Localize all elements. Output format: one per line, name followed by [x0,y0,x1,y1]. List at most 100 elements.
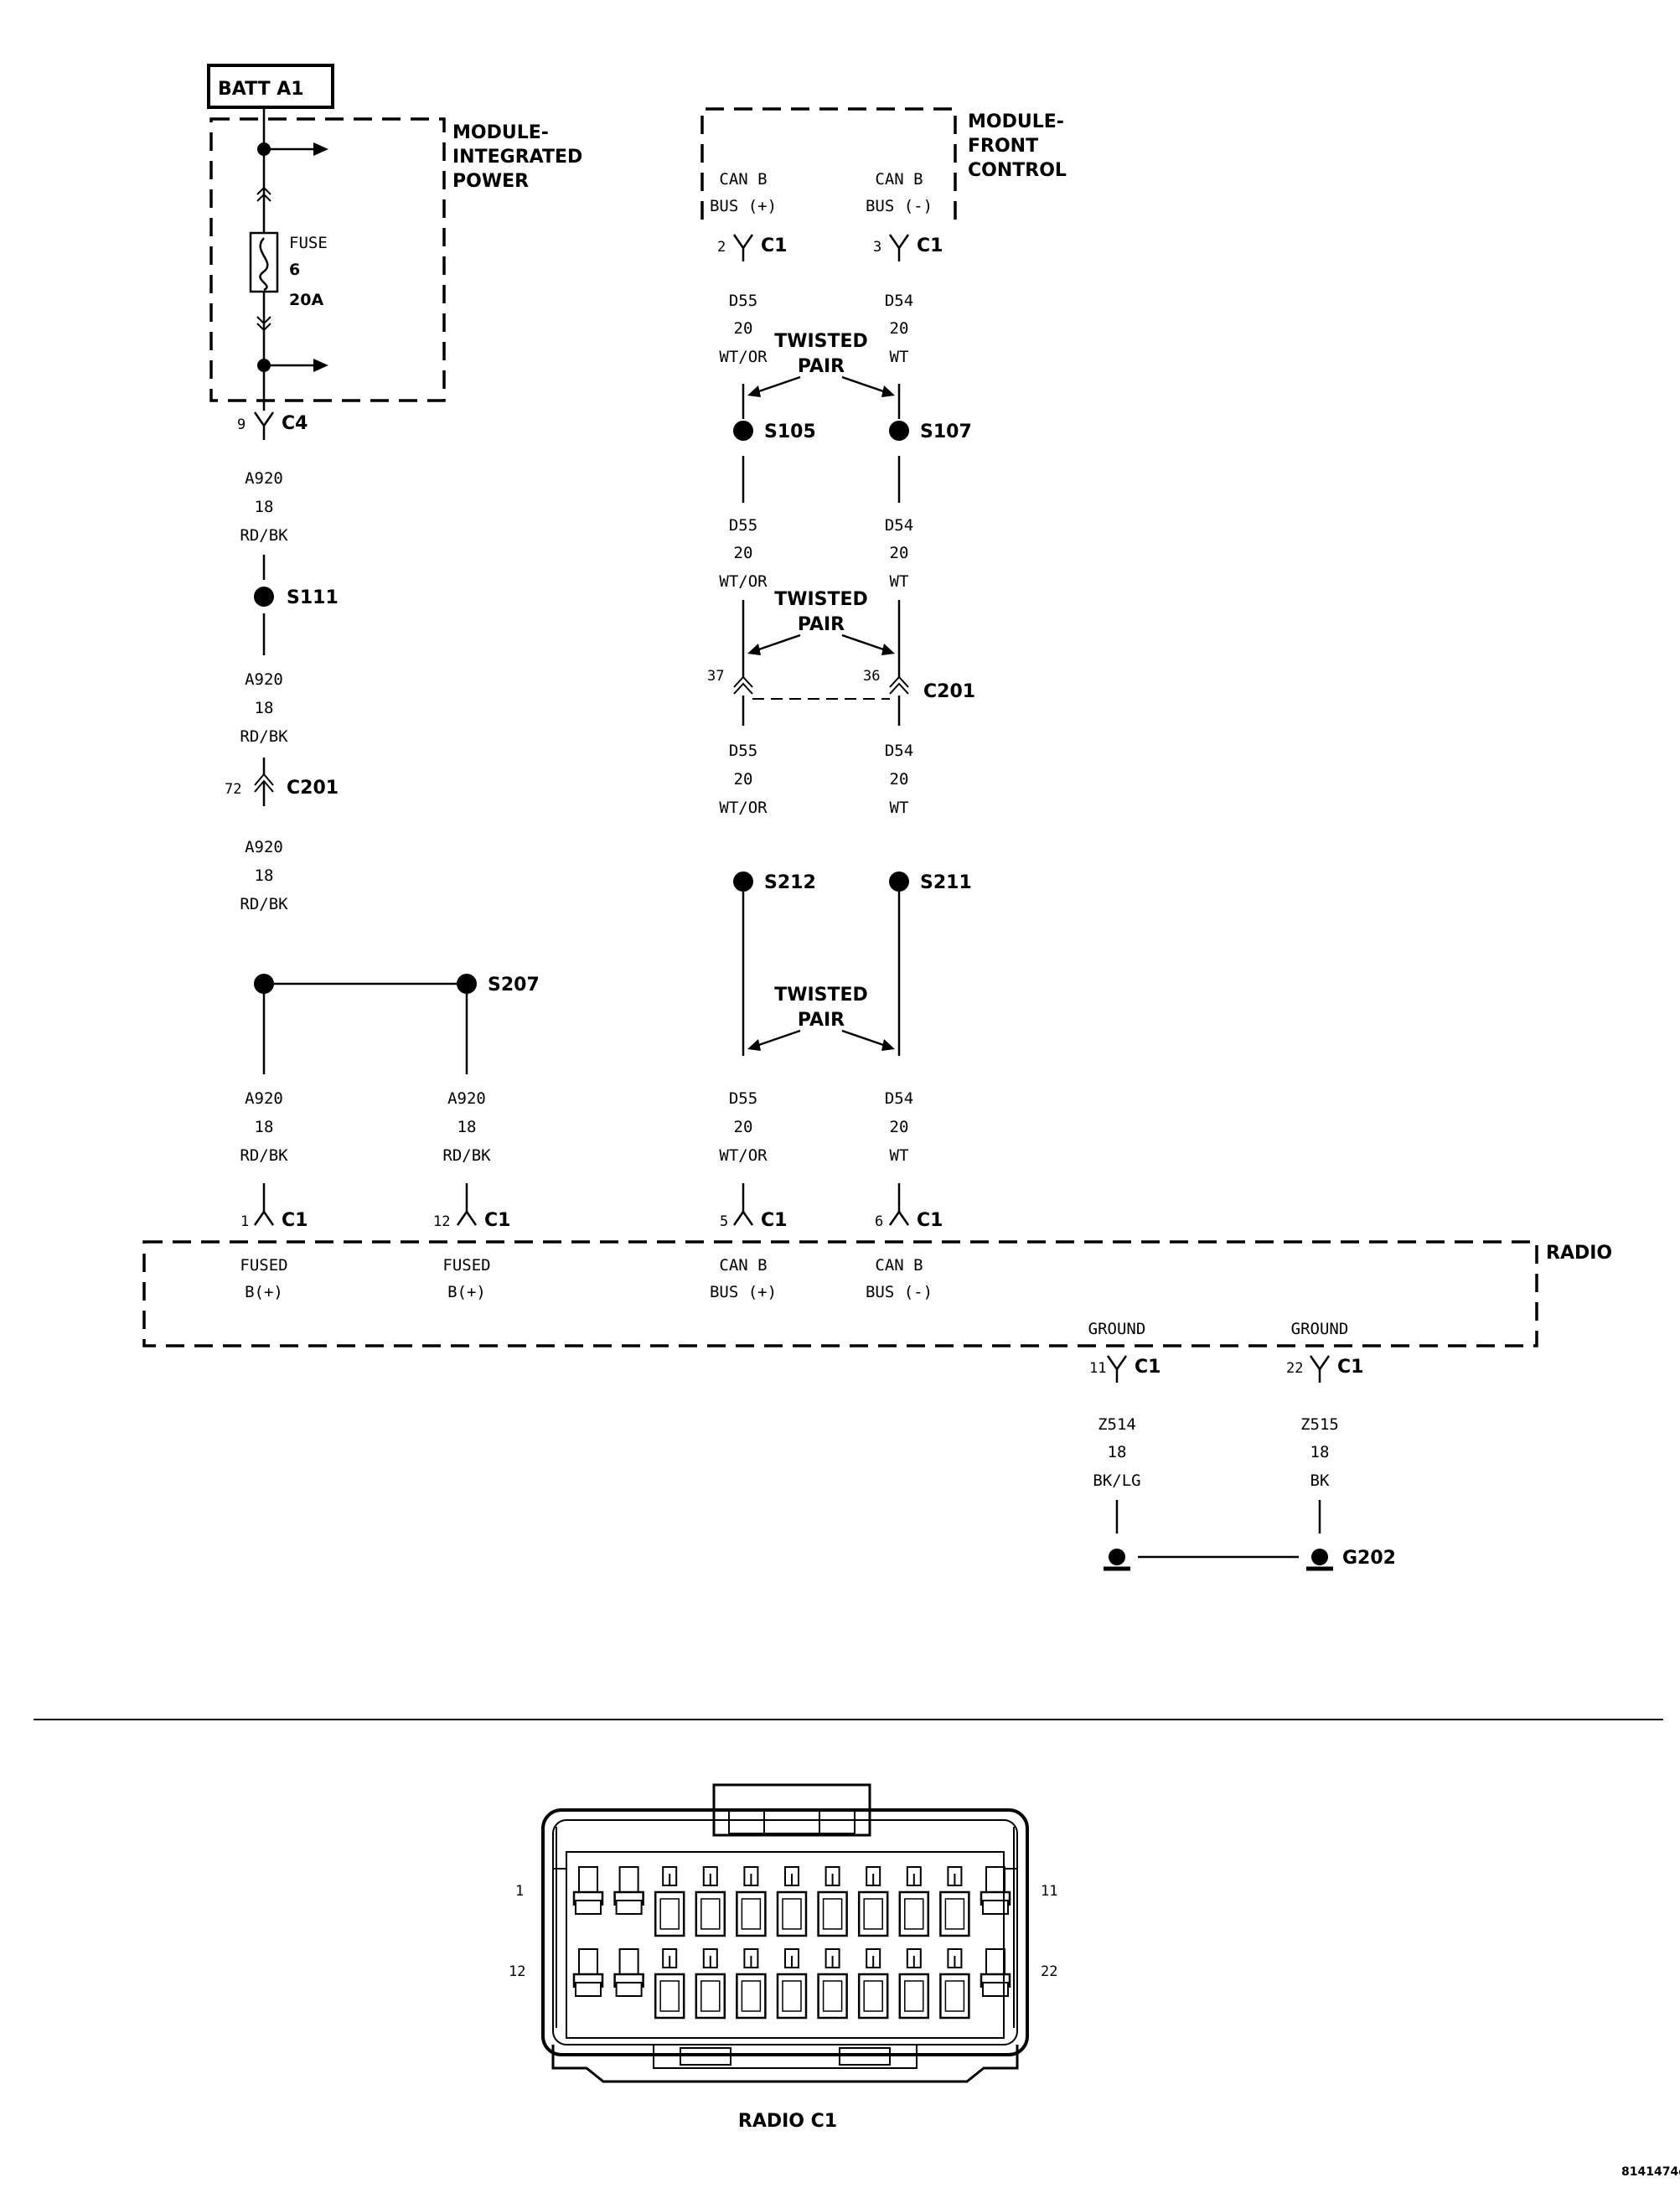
d54-wire-2-color: WT [890,572,909,591]
connector-cavity [898,1866,930,1937]
a920-junction-dot [254,974,274,994]
a920-wire-3-color: RD/BK [240,895,288,913]
s111-splice [254,587,274,607]
radio-pin22-connector: C1 [1337,1357,1363,1378]
c201-72-name: C201 [287,778,339,799]
fcm-module-name-3: CONTROL [968,160,1067,181]
connector-cavity [695,1866,726,1937]
a920-wire-2-gauge: 18 [255,699,274,717]
twisted-pair-2-label-2: PAIR [798,614,845,635]
radio-c1-pin-label-1: 1 [515,1883,524,1900]
d55-wire-4-id: D55 [729,1089,757,1108]
radio-pin6-label-1: CAN B [875,1256,923,1275]
d55-wire-4-gauge: 20 [734,1118,753,1136]
connector-cavity [817,1866,848,1937]
fcm-can-minus-2: BUS (-) [866,197,933,215]
ground-g202-right-symbol [1311,1549,1328,1565]
twisted-pair-1-label-1: TWISTED [774,331,868,352]
radio-pin5-label-2: BUS (+) [710,1283,777,1301]
radio-pin22-label: GROUND [1291,1320,1349,1338]
d55-wire-2-color: WT/OR [719,572,768,591]
radio-pin1-number: 1 [240,1213,249,1230]
radio-pin11-label: GROUND [1088,1320,1146,1338]
radio-pin12-number: 12 [433,1213,450,1230]
connector-cavity [776,1948,808,2020]
radio-pin11-connector: C1 [1135,1357,1160,1378]
d55-wire-3-id: D55 [729,742,757,760]
connector-cavity [898,1948,930,2020]
d54-wire-2-id: D54 [885,516,913,535]
s107-splice [889,421,909,441]
connector-cavity [613,1866,644,1915]
d54-wire-1-color: WT [890,348,909,366]
d55-wire-4-color: WT/OR [719,1146,768,1165]
radio-pin12-label-1: FUSED [442,1256,490,1275]
s107-label: S107 [920,421,972,442]
radio-pin1-label-1: FUSED [240,1256,287,1275]
d55-wire-3-color: WT/OR [719,799,768,817]
ground-g202-label: G202 [1342,1548,1396,1569]
connector-cavity [654,1948,685,2020]
radio-module-outline [142,1240,1538,1347]
a920-wire-1-gauge: 18 [255,498,274,516]
z515-wire-color: BK [1310,1471,1330,1490]
s211-label: S211 [920,872,972,893]
s212-label: S212 [764,872,816,893]
d54-wire-3-color: WT [890,799,909,817]
radio-c1-cavity-grid [572,1866,1011,2020]
d55-wire-2-id: D55 [729,516,757,535]
c201-36-name: C201 [923,681,975,702]
radio-pin6-connector: C1 [917,1210,943,1231]
fcm-module-outline [700,107,957,220]
connector-cavity [939,1948,970,2020]
fcm-pin2-number: 2 [717,239,726,256]
ground-g202-left-symbol [1109,1549,1125,1565]
c201-72-connector-symbol [254,773,274,786]
fuse-number: 6 [289,261,300,279]
z515-wire-gauge: 18 [1310,1443,1330,1461]
radio-c1-pin6-symbol [888,1209,910,1226]
radio-pin5-connector: C1 [761,1210,787,1231]
fcm-pin2-connector: C1 [761,235,787,256]
connector-cavity [980,1866,1011,1915]
radio-c1-pin-label-12: 12 [509,1963,525,1980]
s212-splice [733,871,753,892]
connector-cavity [654,1866,685,1937]
connector-cavity [572,1948,604,1997]
fuse-label: FUSE [289,234,328,252]
a920-wire-2-color: RD/BK [240,727,288,746]
radio-c1-pin-label-11: 11 [1041,1883,1057,1900]
a920-wire-4-gauge: 18 [255,1118,274,1136]
d54-wire-3-gauge: 20 [890,770,909,789]
d55-wire-3-gauge: 20 [734,770,753,789]
z515-wire-id: Z515 [1300,1415,1339,1434]
d54-wire-4-id: D54 [885,1089,913,1108]
a920-wire-5-color: RD/BK [442,1146,491,1165]
s207-splice [457,974,477,994]
radio-c1-pin11-symbol [1106,1355,1128,1372]
a920-wire-1-id: A920 [245,469,283,488]
radio-pin22-number: 22 [1286,1360,1303,1377]
radio-c1-pin-label-22: 22 [1041,1963,1057,1980]
connector-cavity [776,1866,808,1937]
batt-label: BATT A1 [218,79,304,100]
ipm-module-name-3: POWER [452,171,529,192]
connector-cavity [695,1948,726,2020]
d54-wire-1-id: D54 [885,292,913,310]
radio-c1-pin1-symbol [253,1209,275,1226]
fcm-can-minus-1: CAN B [875,170,923,189]
d54-wire-4-gauge: 20 [890,1118,909,1136]
z514-wire-id: Z514 [1098,1415,1136,1434]
connector-cavity [572,1866,604,1915]
twisted-pair-2-label-1: TWISTED [774,589,868,610]
d55-wire-1-id: D55 [729,292,757,310]
connector-cavity [939,1866,970,1937]
radio-pin11-number: 11 [1089,1360,1106,1377]
fcm-module-name-1: MODULE- [968,111,1064,132]
fcm-module-name-2: FRONT [968,136,1038,157]
radio-module-name: RADIO [1546,1243,1612,1264]
d54-wire-3-id: D54 [885,742,913,760]
radio-pin5-label-1: CAN B [719,1256,767,1275]
z514-wire-gauge: 18 [1108,1443,1127,1461]
